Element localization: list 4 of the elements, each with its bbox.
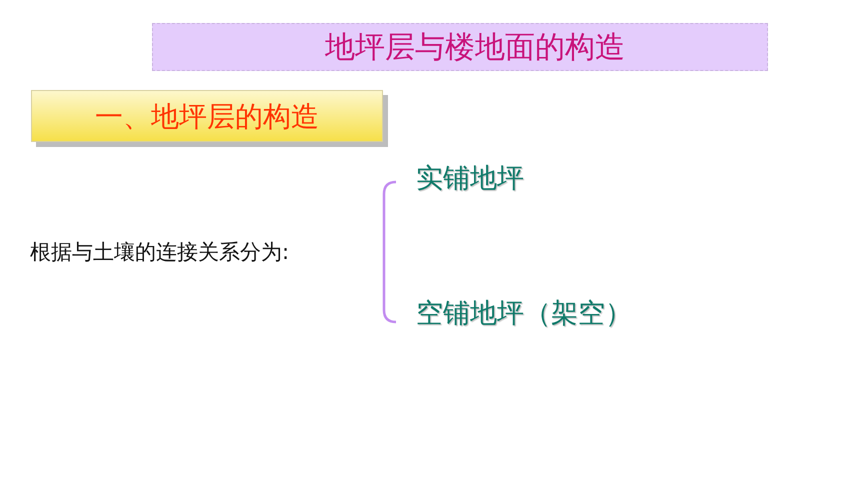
category-text: 空铺地坪（架空）: [416, 297, 632, 331]
title-banner: 地坪层与楼地面的构造: [152, 23, 768, 71]
category-text: 实铺地坪: [416, 162, 524, 196]
intro-text: 根据与土壤的连接关系分为:: [30, 239, 290, 266]
